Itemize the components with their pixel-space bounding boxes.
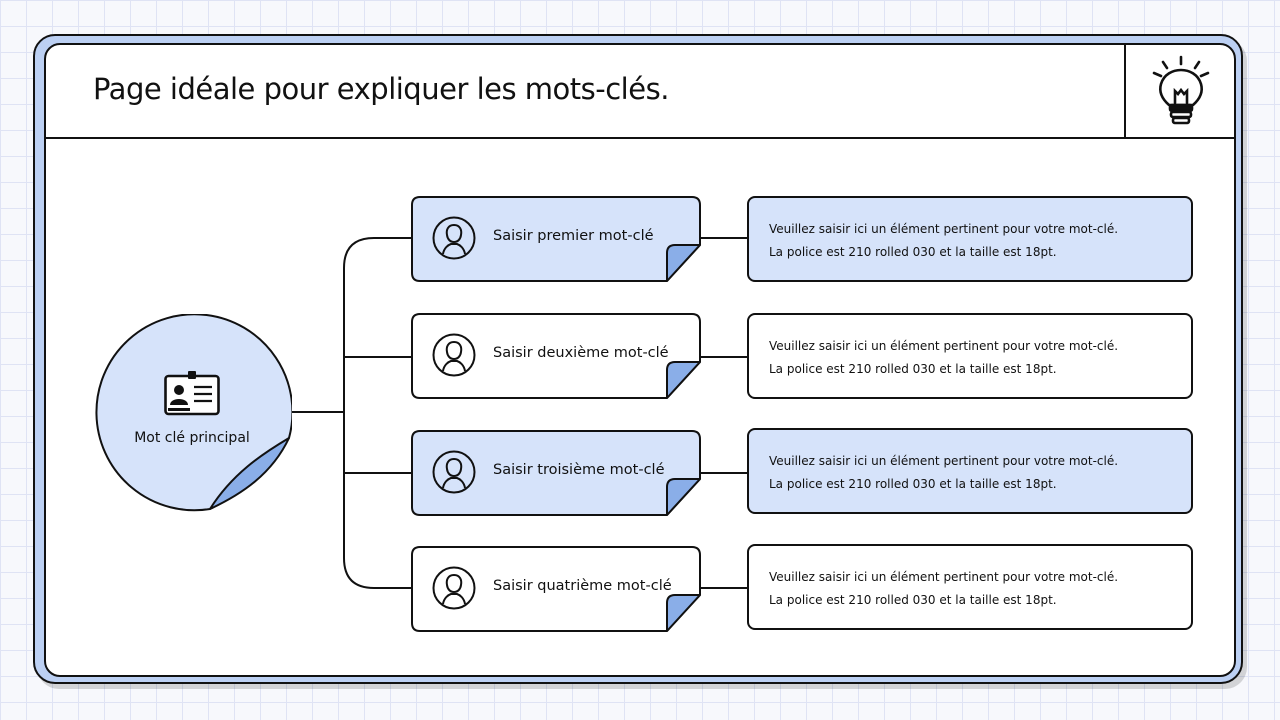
description-line: Veuillez saisir ici un élément pertinent… [769,570,1119,584]
keyword-description-1[interactable]: Veuillez saisir ici un élément pertinent… [747,196,1193,282]
lightbulb-icon [1152,55,1210,125]
keyword-label: Saisir quatrième mot-clé [493,578,672,594]
keyword-label: Saisir troisième mot-clé [493,462,665,478]
keyword-label: Saisir deuxième mot-clé [493,345,669,361]
page-title: Page idéale pour expliquer les mots-clés… [93,72,669,106]
keyword-description-2[interactable]: Veuillez saisir ici un élément pertinent… [747,313,1193,399]
keyword-card-4[interactable]: Saisir quatrième mot-clé [411,546,701,632]
keyword-card-bg [411,546,701,632]
main-keyword-label: Mot clé principal [134,430,250,446]
keyword-card-bg [411,430,701,516]
user-avatar-icon [432,333,476,377]
header-icon-cell [1124,45,1234,137]
id-card-icon [164,371,220,416]
keyword-card-1[interactable]: Saisir premier mot-clé [411,196,701,282]
user-avatar-icon [432,566,476,610]
description-line: Veuillez saisir ici un élément pertinent… [769,222,1119,236]
keyword-card-2[interactable]: Saisir deuxième mot-clé [411,313,701,399]
keyword-label: Saisir premier mot-clé [493,228,654,244]
description-line: La police est 210 rolled 030 et la taill… [769,593,1057,607]
description-line: Veuillez saisir ici un élément pertinent… [769,454,1119,468]
keyword-card-3[interactable]: Saisir troisième mot-clé [411,430,701,516]
description-line: La police est 210 rolled 030 et la taill… [769,362,1057,376]
description-line: Veuillez saisir ici un élément pertinent… [769,339,1119,353]
title-bar: Page idéale pour expliquer les mots-clés… [46,45,1234,139]
user-avatar-icon [432,450,476,494]
keyword-card-bg [411,196,701,282]
user-avatar-icon [432,216,476,260]
keyword-description-4[interactable]: Veuillez saisir ici un élément pertinent… [747,544,1193,630]
keyword-card-bg [411,313,701,399]
description-line: La police est 210 rolled 030 et la taill… [769,245,1057,259]
keyword-description-3[interactable]: Veuillez saisir ici un élément pertinent… [747,428,1193,514]
description-line: La police est 210 rolled 030 et la taill… [769,477,1057,491]
